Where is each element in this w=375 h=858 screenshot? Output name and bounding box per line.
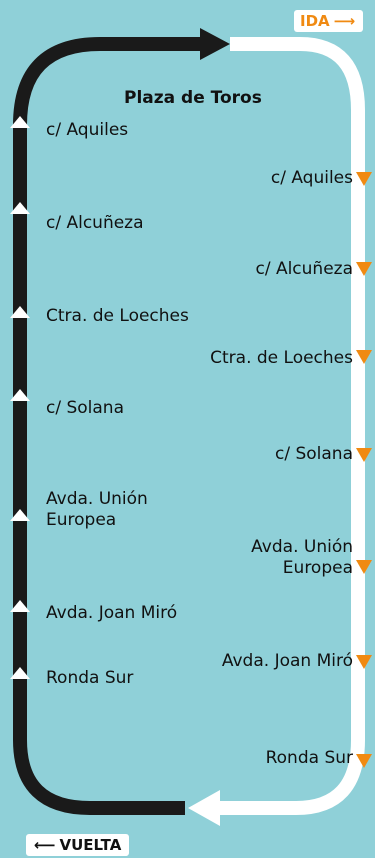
ida-stop-label: c/ Solana: [274, 444, 353, 464]
vuelta-stop-marker: [10, 509, 30, 521]
vuelta-stop-label: c/ Solana: [46, 398, 125, 418]
vuelta-stop-marker: [10, 667, 30, 679]
vuelta-direction-arrow: [188, 790, 220, 826]
vuelta-stop-marker: [10, 306, 30, 318]
vuelta-stop-label: Ronda Sur: [46, 668, 134, 688]
vuelta-stop-marker: [10, 389, 30, 401]
ida-stop-label-line1: Avda. Unión: [251, 537, 353, 557]
vuelta-stop-marker: [10, 116, 30, 128]
vuelta-stop-marker: [10, 202, 30, 214]
ida-stop-marker: [356, 448, 372, 462]
ida-stop-marker: [356, 655, 372, 669]
vuelta-stop-markers: [10, 116, 30, 679]
ida-stop-markers: [356, 172, 372, 768]
arrow-right-icon: ⟶: [333, 12, 356, 30]
ida-badge: IDA ⟶: [294, 10, 364, 32]
ida-route-line: [215, 37, 365, 815]
ida-stop-label: Avda. Joan Miró: [221, 651, 353, 671]
ida-label: IDA: [300, 12, 330, 30]
vuelta-route-line: [13, 37, 210, 815]
ida-stop-marker: [356, 350, 372, 364]
ida-stop-label: c/ Aquiles: [270, 168, 353, 188]
ida-stop-label: Ronda Sur: [265, 748, 353, 768]
ida-stop-marker: [356, 262, 372, 276]
ida-stop-marker: [356, 754, 372, 768]
ida-direction-arrow: [200, 28, 230, 60]
vuelta-stop-label: Avda. Unión Europea: [46, 489, 148, 531]
ida-stop-label: Avda. Unión Europea: [251, 537, 353, 579]
ida-stop-label-line2: Europea: [282, 558, 353, 578]
vuelta-stop-label: Avda. Joan Miró: [46, 603, 178, 623]
vuelta-stop-label: c/ Alcuñeza: [46, 213, 144, 233]
vuelta-label: VUELTA: [59, 836, 122, 854]
vuelta-stop-label: c/ Aquiles: [46, 120, 129, 140]
ida-stop-label: c/ Alcuñeza: [255, 259, 353, 279]
vuelta-stop-label: Ctra. de Loeches: [46, 306, 189, 326]
ida-stop-marker: [356, 172, 372, 186]
terminus-title: Plaza de Toros: [124, 88, 262, 108]
vuelta-stop-label-line2: Europea: [46, 510, 117, 530]
ida-stop-label: Ctra. de Loeches: [210, 348, 353, 368]
vuelta-stop-marker: [10, 600, 30, 612]
vuelta-stop-label-line1: Avda. Unión: [46, 489, 148, 509]
arrow-left-icon: ⟵: [34, 836, 56, 854]
vuelta-badge: ⟵ VUELTA: [26, 834, 130, 856]
ida-stop-marker: [356, 560, 372, 574]
